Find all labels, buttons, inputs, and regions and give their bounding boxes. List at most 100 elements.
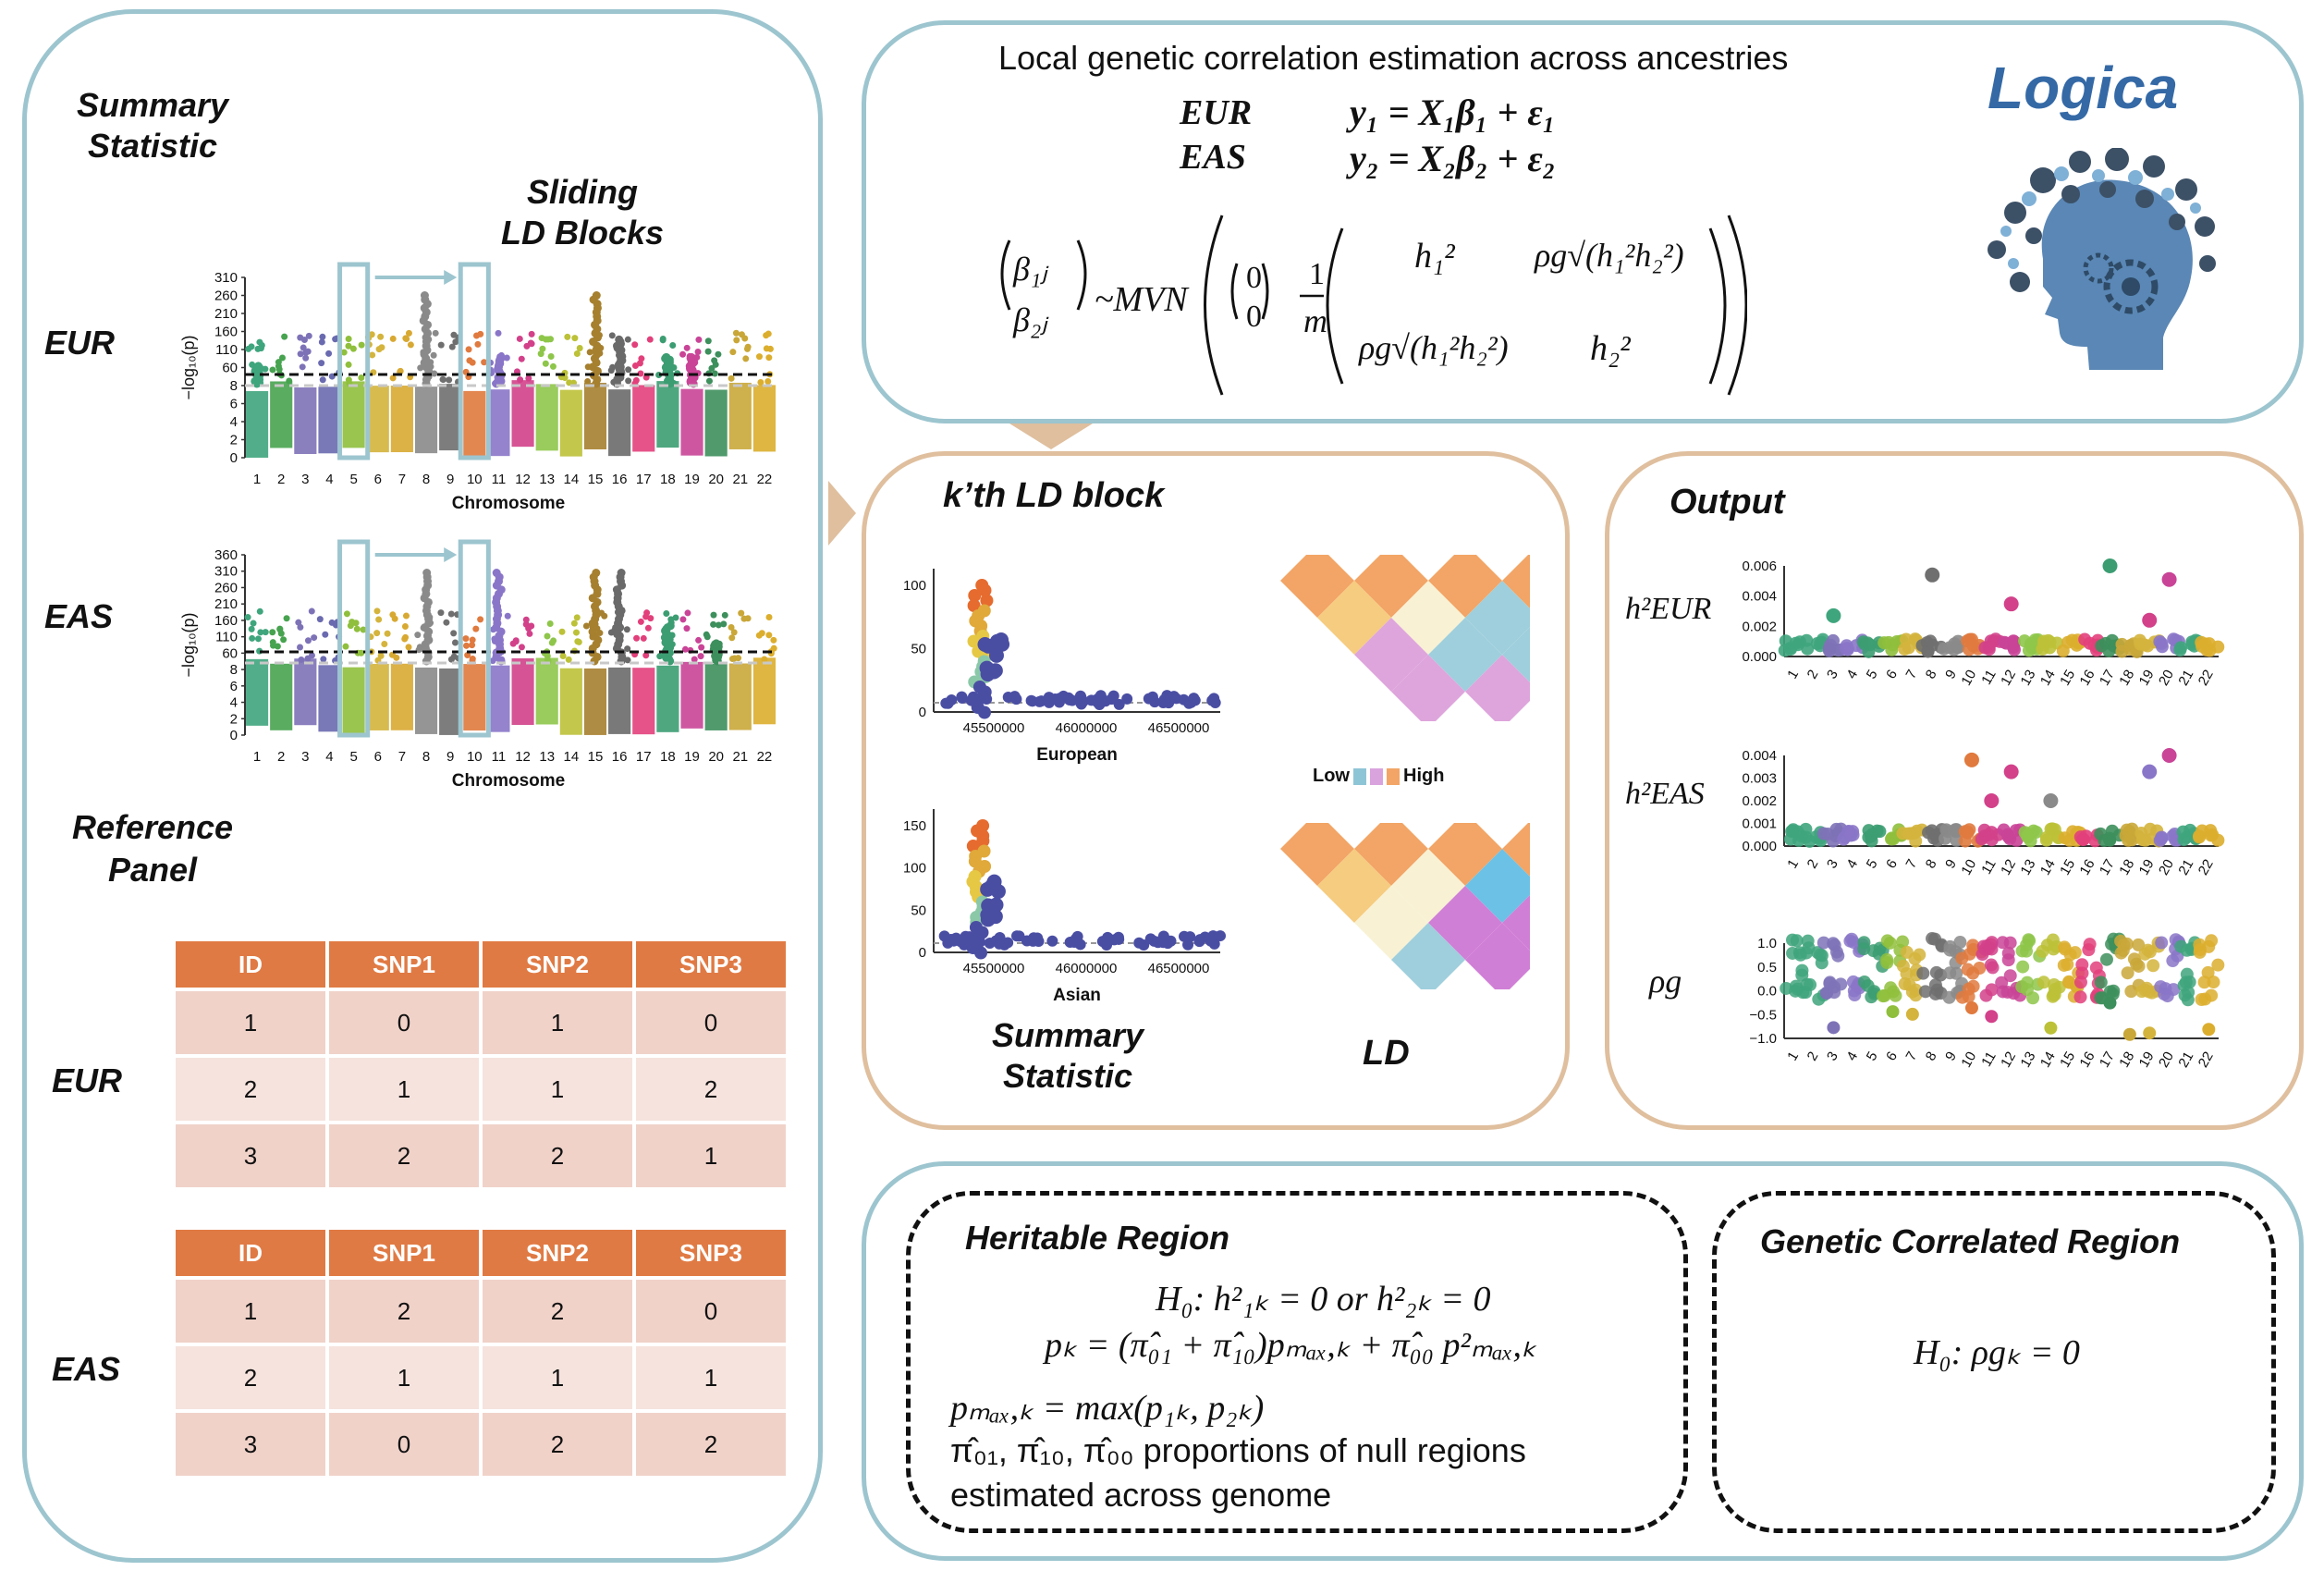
eas-table-label: EAS (52, 1350, 121, 1388)
y-tick-label: 260 (214, 288, 238, 304)
region-label: European (1036, 745, 1118, 765)
snp-point (295, 619, 302, 626)
x-tick-label: 22 (2196, 1049, 2217, 1071)
table-header: SNP2 (483, 941, 632, 988)
snp-point (300, 337, 308, 344)
chromosome-band (463, 664, 486, 731)
legend-low-label: Low (1313, 766, 1350, 786)
snp-point (269, 639, 276, 646)
rho-g-label: ρg (1649, 963, 1682, 1000)
output-point (1887, 985, 1901, 999)
snp-point (304, 637, 312, 644)
x-tick-label: 12 (1998, 668, 2019, 689)
table-header: SNP1 (329, 1230, 479, 1276)
snp-point (765, 613, 773, 620)
model-title: Local genetic correlation estimation acr… (998, 39, 1789, 77)
chromosome-tick-label: 9 (446, 472, 454, 487)
snp-point (559, 653, 567, 660)
snp-point (250, 620, 257, 627)
x-tick-label: 7 (1902, 857, 1920, 872)
chromosome-band (632, 385, 655, 452)
chromosome-tick-label: 6 (374, 472, 382, 487)
snp-point (248, 625, 255, 632)
table-cell: 2 (483, 1280, 632, 1343)
snp-point (345, 376, 352, 384)
output-point (2142, 612, 2158, 628)
chromosome-tick-label: 8 (422, 749, 430, 765)
null-proportions-text: π̂₀₁, π̂₁₀, π̂₀₀ proportions of null reg… (950, 1431, 1526, 1469)
chromosome-tick-label: 17 (636, 749, 652, 765)
brain-head-icon (1988, 148, 2216, 370)
output-point (1964, 1001, 1978, 1015)
output-point (1943, 966, 1957, 980)
output-point (1896, 959, 1910, 973)
x-tick-label: 11 (1978, 668, 2000, 688)
snp-point (989, 633, 1005, 649)
output-panel (1605, 451, 2304, 1130)
output-point (2062, 975, 2076, 988)
x-tick-label: 8 (1923, 857, 1940, 872)
snp-point (720, 620, 728, 628)
output-point (2099, 952, 2113, 966)
chromosome-tick-label: 5 (349, 472, 357, 487)
chromosome-tick-label: 20 (708, 749, 724, 765)
snp-point (477, 330, 484, 337)
snp-point (481, 359, 488, 366)
snp-point (328, 373, 336, 380)
summary-statistic-title: Summary Statistic (76, 86, 229, 165)
sliding-ld-blocks-title: Sliding LD Blocks (500, 173, 665, 252)
output-point (2102, 644, 2116, 657)
output-point (2196, 824, 2209, 838)
snp-point (687, 352, 696, 362)
snp-point (956, 693, 968, 705)
snp-point (377, 333, 385, 340)
chromosome-band (728, 663, 752, 730)
y-tick-label: 0.003 (1742, 771, 1777, 787)
chromosome-tick-label: 21 (732, 749, 748, 765)
x-tick-label: 6 (1883, 1049, 1901, 1064)
snp-point (640, 634, 647, 642)
snp-point (1070, 933, 1082, 945)
chromosome-band (511, 380, 534, 448)
chromosome-band (680, 661, 703, 729)
chromosome-band (728, 382, 752, 449)
chromosome-band (390, 386, 413, 453)
chromosome-band (270, 381, 293, 448)
output-point (2122, 833, 2135, 847)
snp-point (389, 611, 397, 619)
table-row: 3 2 2 1 (176, 1124, 786, 1187)
snp-point (245, 345, 252, 352)
snp-point (1138, 939, 1150, 951)
snp-point (381, 640, 388, 647)
table-cell: 2 (176, 1058, 325, 1121)
chromosome-tick-label: 18 (660, 749, 676, 765)
genetic-null-hypothesis: H₀: ρgₖ = 0 (1914, 1333, 2080, 1372)
snp-point (538, 335, 545, 342)
snp-point (755, 353, 763, 361)
testing-panel (862, 1161, 2304, 1561)
output-point (1828, 939, 1841, 952)
output-point (1896, 935, 1910, 949)
chromosome-band (632, 668, 655, 735)
x-tick-label: 9 (1942, 668, 1960, 682)
snp-point (643, 609, 651, 617)
output-point (1789, 979, 1803, 993)
x-tick-label: 13 (2017, 857, 2038, 878)
chromosome-band (511, 657, 534, 725)
output-point (1928, 932, 1942, 946)
frac-denominator: m (1303, 302, 1327, 339)
snp-point (631, 341, 639, 349)
table-cell: 0 (329, 991, 479, 1054)
output-point (2003, 596, 2019, 612)
output-point (2160, 989, 2174, 1003)
snp-point (715, 621, 722, 629)
output-point (2185, 635, 2199, 649)
chromosome-band (294, 658, 317, 726)
output-point (1976, 939, 1990, 953)
snp-point (360, 626, 367, 633)
output-point (2102, 558, 2118, 573)
table-header: SNP1 (329, 941, 479, 988)
chromosome-band (559, 389, 582, 457)
summary-statistic-label: Summary Statistic (991, 1016, 1144, 1095)
